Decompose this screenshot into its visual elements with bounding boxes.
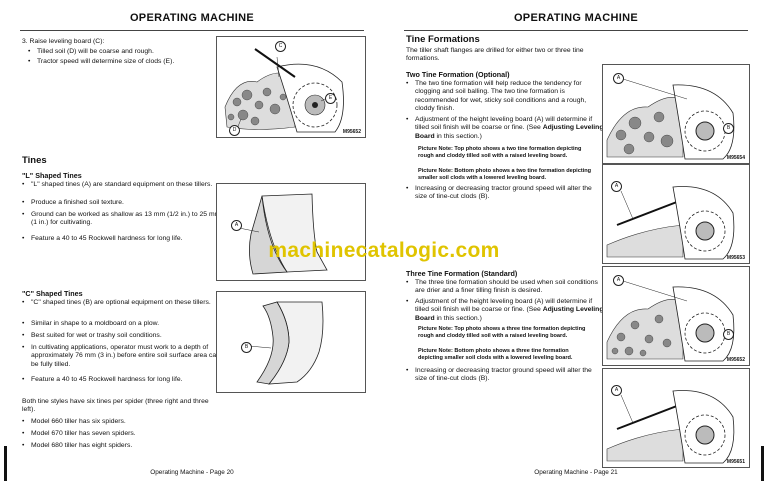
step-3-bullet-2: Tractor speed will determine size of clo…	[28, 58, 207, 67]
l-tine-figure: A	[216, 183, 366, 281]
callout-d: D	[229, 125, 240, 136]
two-tine-bullet-3: Increasing or decreasing tractor ground …	[406, 185, 605, 202]
l-tines-bullet-3: Ground can be worked as shallow as 13 mm…	[22, 211, 221, 228]
three-tine-bullet-2: Adjustment of the height leveling board …	[406, 298, 605, 323]
three-tine-note-1: Picture Note: Top photo shows a three ti…	[418, 326, 586, 339]
two-tine-heading: Two Tine Formation (Optional)	[406, 70, 510, 79]
model-680-text: Model 680 tiller has eight spiders.	[22, 442, 221, 451]
callout-a: A	[613, 275, 624, 286]
tiller-illustration	[224, 48, 344, 133]
tiller-figure-c-d-e: C E D M95652	[216, 36, 366, 138]
callout-c: C	[275, 41, 286, 52]
two-tine-note-2: Picture Note: Bottom photo shows a two t…	[418, 168, 592, 181]
right-page: OPERATING MACHINE Tine Formations The ti…	[384, 0, 768, 497]
l-tine-illustration	[238, 193, 328, 275]
two-tine-bullet-2: Adjustment of the height leveling board …	[406, 116, 605, 141]
three-tine-heading: Three Tine Formation (Standard)	[406, 269, 518, 278]
tines-heading: Tines	[22, 155, 47, 166]
two-tine-bullet-2-text: Adjustment of the height leveling board …	[415, 116, 593, 132]
c-tines-bullet-5: Feature a 40 to 45 Rockwell hardness for…	[22, 376, 221, 385]
three-tine-bullet-2-tail: in this section.)	[434, 314, 482, 322]
three-tine-lowered-illustration	[606, 390, 735, 464]
figure-id: M95652	[342, 129, 361, 135]
callout-a: A	[611, 385, 622, 396]
two-tine-lowered-illustration	[606, 186, 735, 260]
c-tines-bullet-2: Similar in shape to a moldboard on a plo…	[22, 320, 221, 329]
three-tine-top-figure: A B M95652	[602, 266, 750, 366]
l-tines-bullet-4: Feature a 40 to 45 Rockwell hardness for…	[22, 235, 221, 244]
left-page: OPERATING MACHINE 3. Raise leveling boar…	[0, 0, 384, 497]
callout-e: E	[325, 93, 336, 104]
figure-id: M95654	[726, 155, 745, 161]
model-660-text: Model 660 tiller has six spiders.	[22, 418, 221, 427]
l-tines-bullet-2: Produce a finished soil texture.	[22, 199, 221, 208]
l-tines-bullet-1: "L" shaped tines (A) are standard equipm…	[22, 181, 221, 190]
two-tine-bullet-1: The two tine formation will help reduce …	[406, 80, 605, 114]
figure-id: M95652	[726, 357, 745, 363]
two-tine-top-figure: A B M95654	[602, 64, 750, 164]
adjusting-leveling-board-link-2[interactable]: Adjusting Leveling Board	[415, 306, 604, 322]
callout-a: A	[611, 181, 622, 192]
two-tine-bottom-figure: A M95653	[602, 164, 750, 264]
left-binding-bar	[4, 446, 7, 481]
callout-b: B	[723, 329, 734, 340]
callout-b: B	[241, 342, 252, 353]
tine-formations-heading: Tine Formations	[406, 34, 480, 45]
c-tines-bullet-1: "C" shaped tines (B) are optional equipm…	[22, 299, 221, 308]
three-tine-note-2: Picture Note: Bottom photo shows a three…	[418, 348, 573, 361]
right-page-header: OPERATING MACHINE	[404, 12, 748, 31]
left-footer: Operating Machine - Page 20	[150, 469, 234, 476]
c-tines-heading: "C" Shaped Tines	[22, 289, 83, 298]
step-3-bullet-1: Tilled soil (D) will be coarse and rough…	[28, 48, 207, 57]
three-tine-bottom-figure: A M95651	[602, 368, 750, 468]
right-binding-bar	[761, 446, 764, 481]
two-tine-note-1: Picture Note: Top photo shows a two tine…	[418, 146, 582, 159]
callout-a: A	[231, 220, 242, 231]
adjusting-leveling-board-link[interactable]: Adjusting Leveling Board	[415, 124, 604, 140]
callout-a: A	[613, 73, 624, 84]
watermark: machinecatalogic.com	[268, 239, 500, 262]
model-670-text: Model 670 tiller has seven spiders.	[22, 430, 221, 439]
c-tine-figure: B	[216, 291, 366, 393]
three-tine-bullet-3: Increasing or decreasing tractor ground …	[406, 367, 605, 384]
three-tine-raised-illustration	[606, 280, 735, 362]
step-3-text: 3. Raise leveling board (C):	[22, 38, 105, 45]
tine-formations-intro: The tiller shaft flanges are drilled for…	[406, 47, 584, 63]
both-tines-text: Both tine styles have six tines per spid…	[22, 398, 209, 414]
two-tine-bullet-2-tail: in this section.)	[434, 132, 482, 140]
c-tine-illustration	[248, 301, 324, 385]
figure-id: M95651	[726, 459, 745, 465]
figure-id: M95653	[726, 255, 745, 261]
c-tines-bullet-3: Best suited for wet or trashy soil condi…	[22, 332, 221, 341]
callout-b: B	[723, 123, 734, 134]
l-tines-heading: "L" Shaped Tines	[22, 171, 82, 180]
c-tines-bullet-4: In cultivating applications, operator mu…	[22, 344, 221, 369]
three-tine-bullet-1: The three tine formation should be used …	[406, 279, 605, 296]
two-tine-raised-illustration	[606, 78, 735, 160]
left-page-header: OPERATING MACHINE	[20, 12, 364, 31]
three-tine-bullet-2-text: Adjustment of the height leveling board …	[415, 298, 593, 314]
right-footer: Operating Machine - Page 21	[534, 469, 618, 476]
